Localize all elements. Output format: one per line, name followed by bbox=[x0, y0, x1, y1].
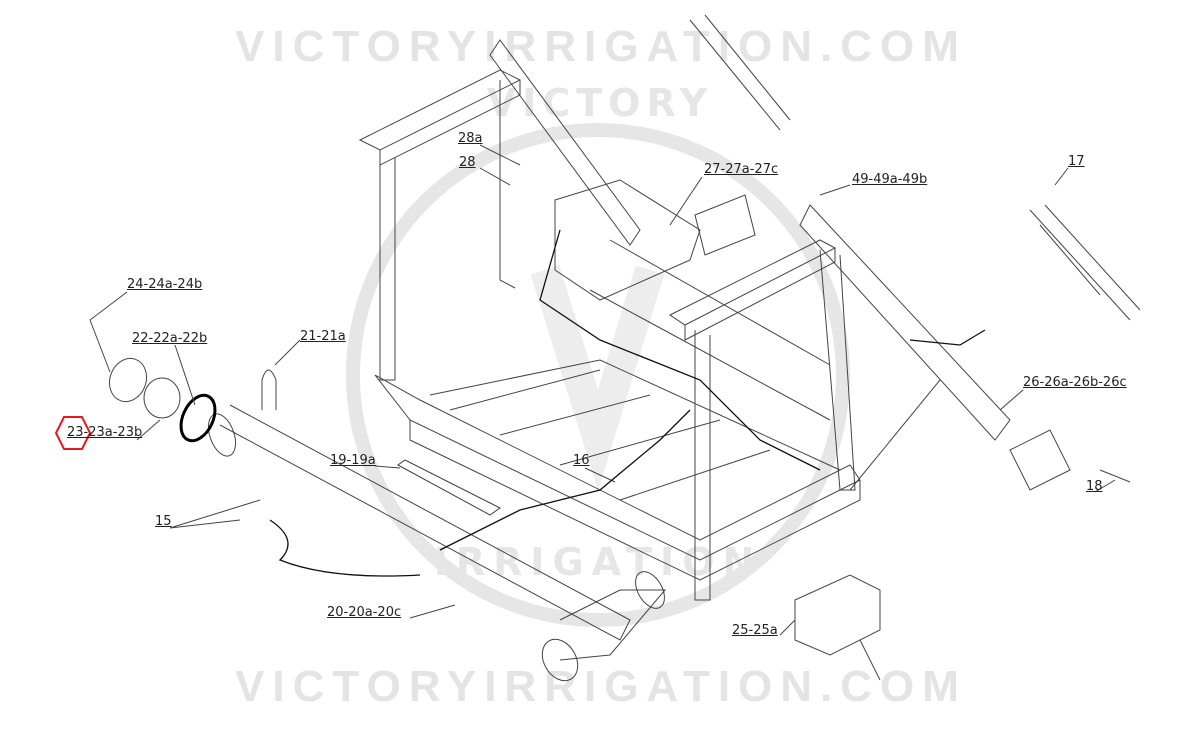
wiring bbox=[269, 229, 986, 577]
frame-lines bbox=[89, 14, 1141, 682]
watermark-bottom: VICTORYIRRIGATION.COM bbox=[235, 662, 967, 711]
logo-top-text: VICTORY bbox=[487, 81, 713, 125]
part-label-27[interactable]: 27-27a-27c bbox=[704, 162, 779, 177]
logo-bottom-text: IRRIGATION bbox=[434, 540, 763, 584]
part-label-22[interactable]: 22-22a-22b bbox=[132, 331, 208, 346]
part-label-28[interactable]: 28 bbox=[459, 155, 476, 170]
part-label-16[interactable]: 16 bbox=[573, 453, 590, 468]
part-label-23[interactable]: 23-23a-23b bbox=[67, 425, 143, 440]
watermark-top: VICTORYIRRIGATION.COM bbox=[235, 22, 967, 71]
part-label-19[interactable]: 19-19a bbox=[330, 453, 376, 468]
part-label-20[interactable]: 20-20a-20c bbox=[327, 605, 402, 620]
logo-watermark: VICTORY IRRIGATION bbox=[346, 81, 850, 627]
highlight-hexagon-icon bbox=[55, 416, 91, 450]
part-label-21[interactable]: 21-21a bbox=[300, 329, 346, 344]
part-label-24[interactable]: 24-24a-24b bbox=[127, 277, 203, 292]
part-label-17[interactable]: 17 bbox=[1068, 154, 1085, 169]
part-label-28a[interactable]: 28a bbox=[458, 131, 483, 146]
part-label-26[interactable]: 26-26a-26b-26c bbox=[1023, 375, 1127, 390]
part-label-25[interactable]: 25-25a bbox=[732, 623, 778, 638]
part-label-49[interactable]: 49-49a-49b bbox=[852, 172, 928, 187]
part-label-18[interactable]: 18 bbox=[1086, 479, 1103, 494]
part-label-15[interactable]: 15 bbox=[155, 514, 172, 529]
